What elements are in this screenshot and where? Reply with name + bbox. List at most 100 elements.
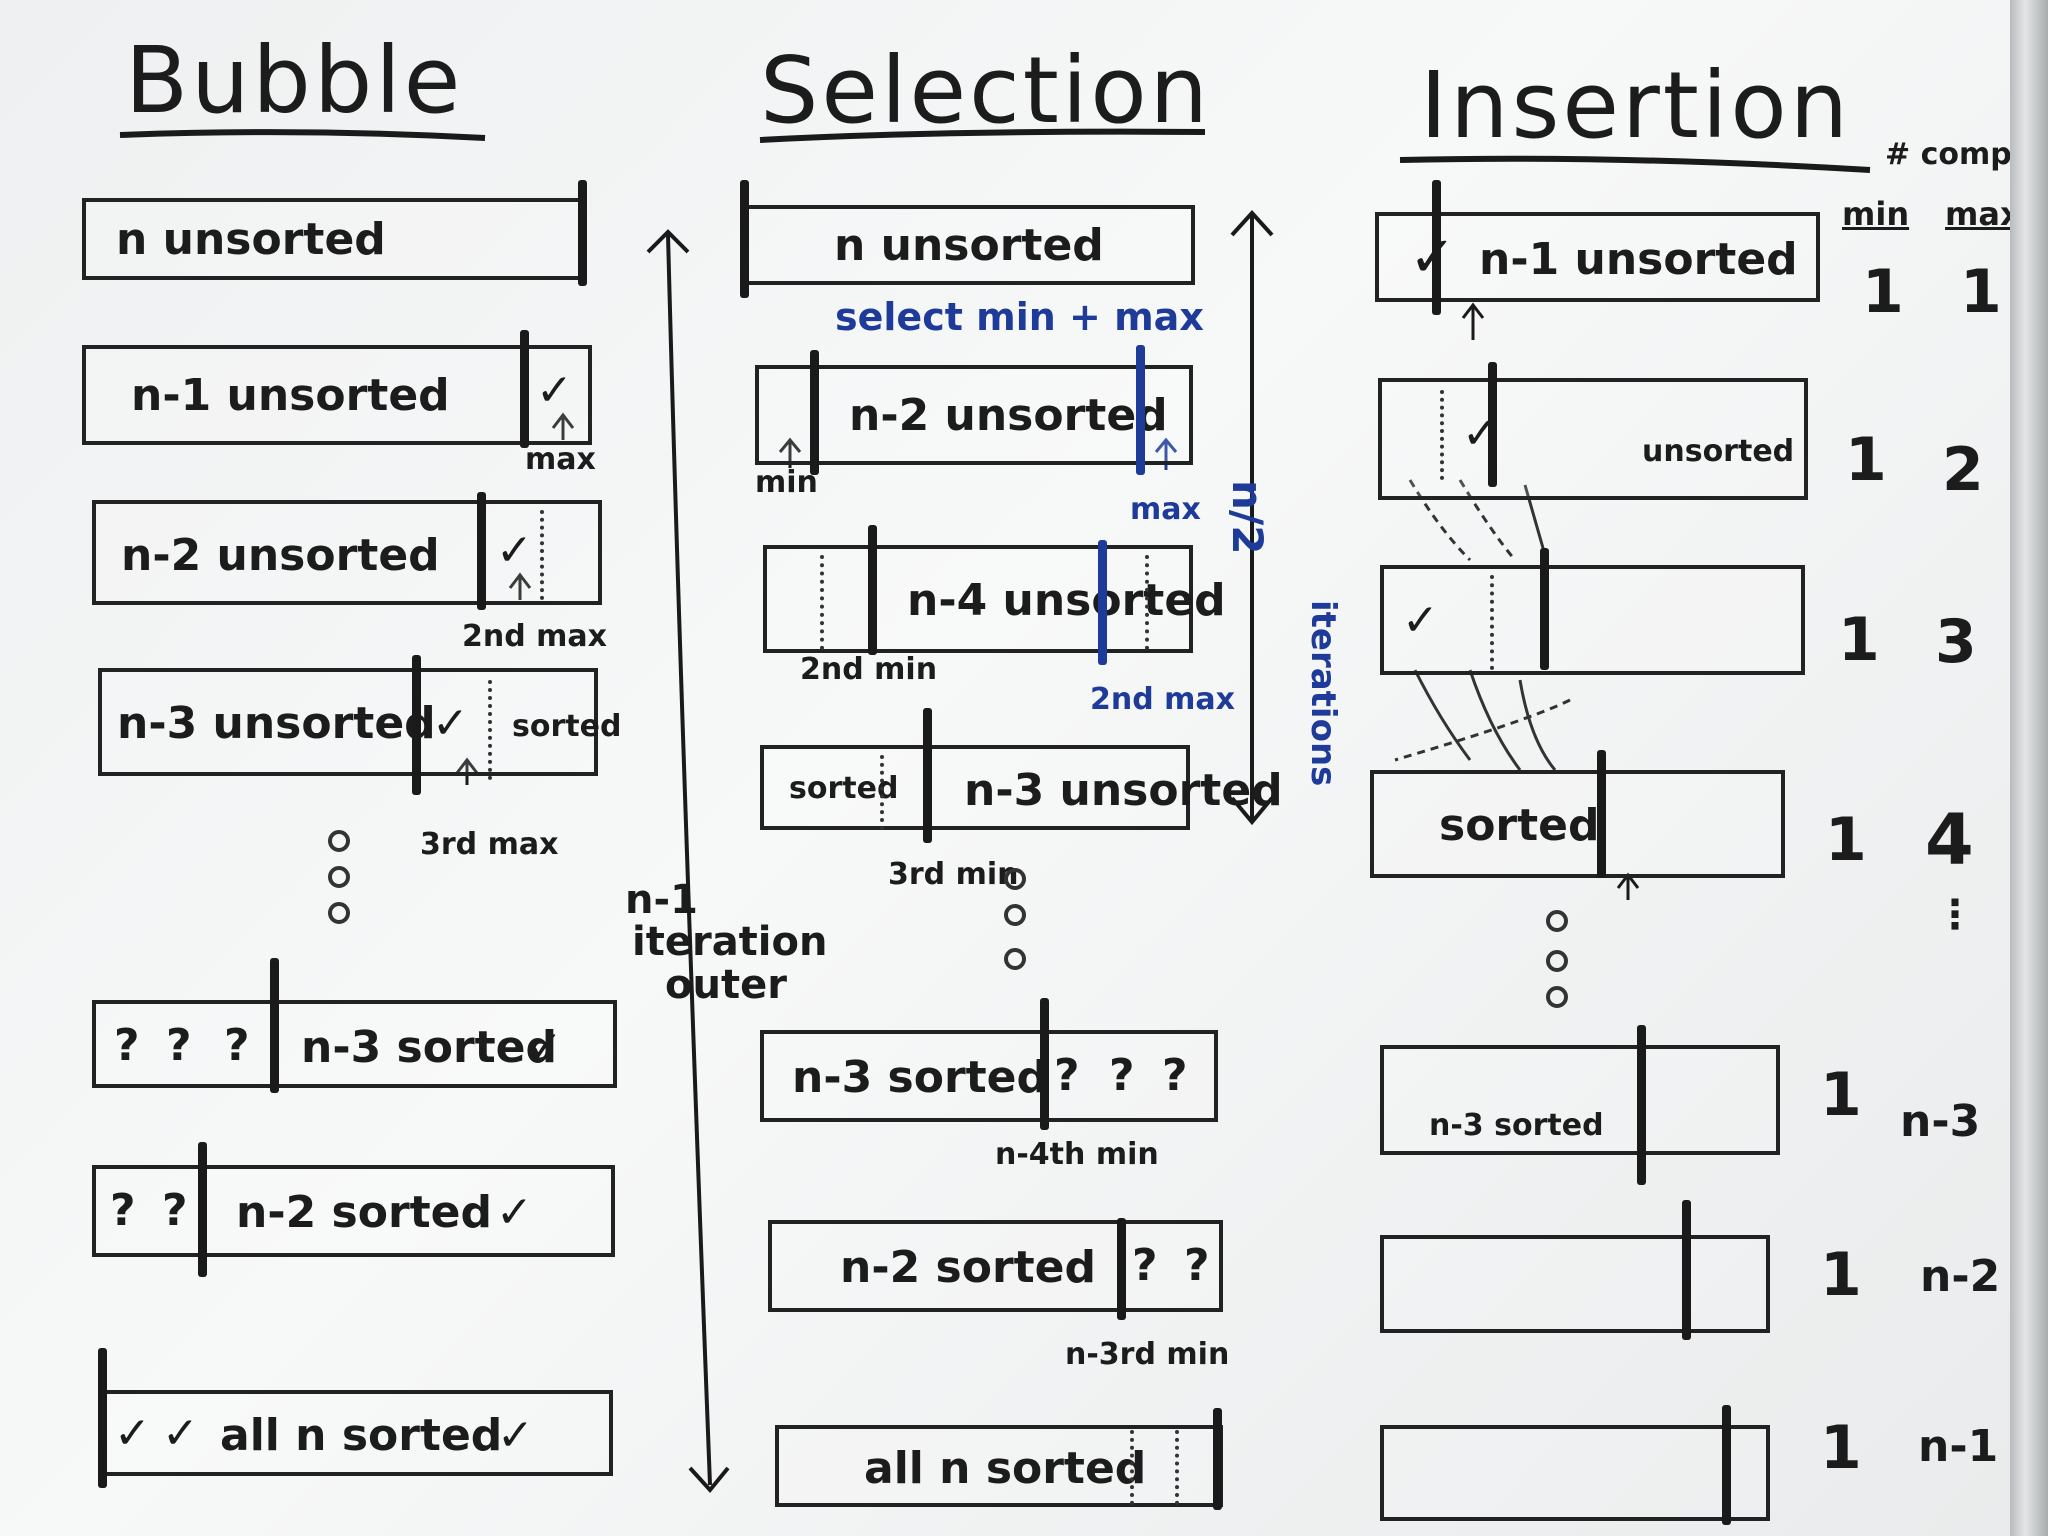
q-mark: ? xyxy=(1132,1240,1158,1291)
boundary-bar xyxy=(578,180,587,286)
insertion-row-2: unsorted ✓ xyxy=(1378,378,1808,500)
min-count: 1 xyxy=(1838,605,1880,675)
row-label: n-3 sorted xyxy=(301,1022,558,1073)
row-label: all n sorted xyxy=(220,1410,503,1461)
bubble-row-7: ✓ ✓ all n sorted ✓ xyxy=(98,1390,613,1476)
row-label: n-3 sorted xyxy=(1429,1108,1604,1143)
check-mark: ✓ xyxy=(496,525,533,576)
max-count: 4 xyxy=(1925,799,1974,881)
check-mark: ✓ xyxy=(162,1408,199,1459)
ellipsis-dot xyxy=(1004,868,1026,890)
row-label: unsorted xyxy=(1642,434,1795,469)
row-label: all n sorted xyxy=(864,1443,1147,1494)
insertion-row-6 xyxy=(1380,1235,1770,1333)
bubble-title: Bubble xyxy=(125,27,464,134)
check-mark: ✓ xyxy=(536,365,573,416)
bubble-row-5: ? ? ? n-3 sorted ✓ xyxy=(92,1000,617,1088)
selection-row-4: sorted n-3 unsorted xyxy=(760,745,1283,830)
boundary-bar xyxy=(810,350,819,475)
ellipsis-dot xyxy=(1546,986,1568,1008)
row-label: n-1 unsorted xyxy=(1479,234,1798,285)
max-count: n-3 xyxy=(1900,1096,1981,1147)
second-max-marker: 2nd max xyxy=(462,619,608,654)
n4th-min-marker: n-4th min xyxy=(995,1137,1159,1172)
outer-label-1: n-1 xyxy=(625,877,698,923)
boundary-bar xyxy=(520,330,529,448)
q-mark: ? xyxy=(162,1185,188,1236)
select-note: select min + max xyxy=(835,295,1204,339)
max-count: 1 xyxy=(1960,257,2002,327)
boundary-bar xyxy=(1117,1218,1126,1320)
insertion-row-5: n-3 sorted xyxy=(1380,1045,1780,1155)
selection-row-1: n unsorted xyxy=(740,205,1195,285)
boundary-bar-blue xyxy=(1098,540,1107,665)
q-mark: ? xyxy=(1109,1050,1135,1101)
row-label: n-4 unsorted xyxy=(907,575,1226,626)
q-mark: ? xyxy=(114,1020,140,1071)
row-label: n-1 unsorted xyxy=(131,370,450,421)
dotted-divider xyxy=(1175,1430,1179,1505)
insertion-title: Insertion xyxy=(1420,52,1852,159)
row-label: n-2 sorted xyxy=(840,1242,1097,1293)
row-label: n-2 unsorted xyxy=(849,390,1168,441)
max-count: 3 xyxy=(1935,607,1977,677)
dotted-divider xyxy=(1490,575,1494,670)
boundary-bar xyxy=(923,708,932,843)
insertion-row-4: sorted xyxy=(1370,770,1785,878)
check-mark: ✓ xyxy=(496,1187,533,1238)
dotted-divider xyxy=(488,680,492,780)
min-count: 1 xyxy=(1862,257,1904,327)
check-mark: ✓ xyxy=(497,1410,534,1461)
row-label: n-3 unsorted xyxy=(117,698,436,749)
check-mark: ✓ xyxy=(1402,595,1439,646)
sorted-marker: sorted xyxy=(512,709,622,744)
max-marker: max xyxy=(1130,492,1201,527)
comp-header: # comp xyxy=(1885,137,2012,172)
row-label: n-3 unsorted xyxy=(964,765,1283,816)
insertion-row-1: ✓ n-1 unsorted xyxy=(1375,212,1820,302)
max-count: 2 xyxy=(1942,435,1984,505)
second-min-marker: 2nd min xyxy=(800,652,938,687)
bubble-row-2: n-1 unsorted ✓ xyxy=(82,345,592,445)
boundary-bar xyxy=(1432,180,1441,315)
ellipsis-dot xyxy=(1546,910,1568,932)
boundary-bar xyxy=(198,1142,207,1277)
max-marker: max xyxy=(525,442,596,477)
third-max-marker: 3rd max xyxy=(420,827,559,862)
q-mark: ? xyxy=(110,1185,136,1236)
ellipsis-dot xyxy=(1004,948,1026,970)
boundary-bar xyxy=(1213,1408,1222,1510)
row-label: n unsorted xyxy=(116,214,386,265)
bubble-row-6: ? ? n-2 sorted ✓ xyxy=(92,1165,615,1257)
q-mark: ? xyxy=(1184,1240,1210,1291)
outer-label-3: outer xyxy=(665,962,787,1008)
second-max-marker: 2nd max xyxy=(1090,682,1236,717)
boundary-bar xyxy=(1637,1025,1646,1185)
row-label: n-2 sorted xyxy=(236,1187,493,1238)
row-label: n-3 sorted xyxy=(792,1052,1049,1103)
dotted-divider xyxy=(540,510,544,600)
ellipsis-dot xyxy=(1004,904,1026,926)
third-min-marker: 3rd min xyxy=(888,857,1019,892)
min-marker: min xyxy=(755,465,818,500)
q-mark: ? xyxy=(1162,1050,1188,1101)
insertion-row-3: ✓ xyxy=(1380,565,1805,675)
max-count: n-1 xyxy=(1918,1421,1999,1472)
boundary-bar xyxy=(740,180,749,298)
selection-row-5: n-3 sorted ? ? ? xyxy=(760,1030,1218,1122)
q-mark: ? xyxy=(166,1020,192,1071)
max-count: n-2 xyxy=(1920,1251,2001,1302)
boundary-bar xyxy=(270,958,279,1093)
dotted-divider xyxy=(1145,555,1149,650)
whiteboard-frame xyxy=(2010,0,2048,1536)
min-count: 1 xyxy=(1820,1060,1862,1130)
boundary-bar-blue xyxy=(1136,345,1145,475)
bubble-row-1: n unsorted xyxy=(82,198,582,280)
n3rd-min-marker: n-3rd min xyxy=(1065,1337,1230,1372)
ellipsis-dot xyxy=(328,902,350,924)
boundary-bar xyxy=(1540,548,1549,670)
bubble-row-3: n-2 unsorted ✓ xyxy=(92,500,602,605)
boundary-bar xyxy=(477,492,486,610)
